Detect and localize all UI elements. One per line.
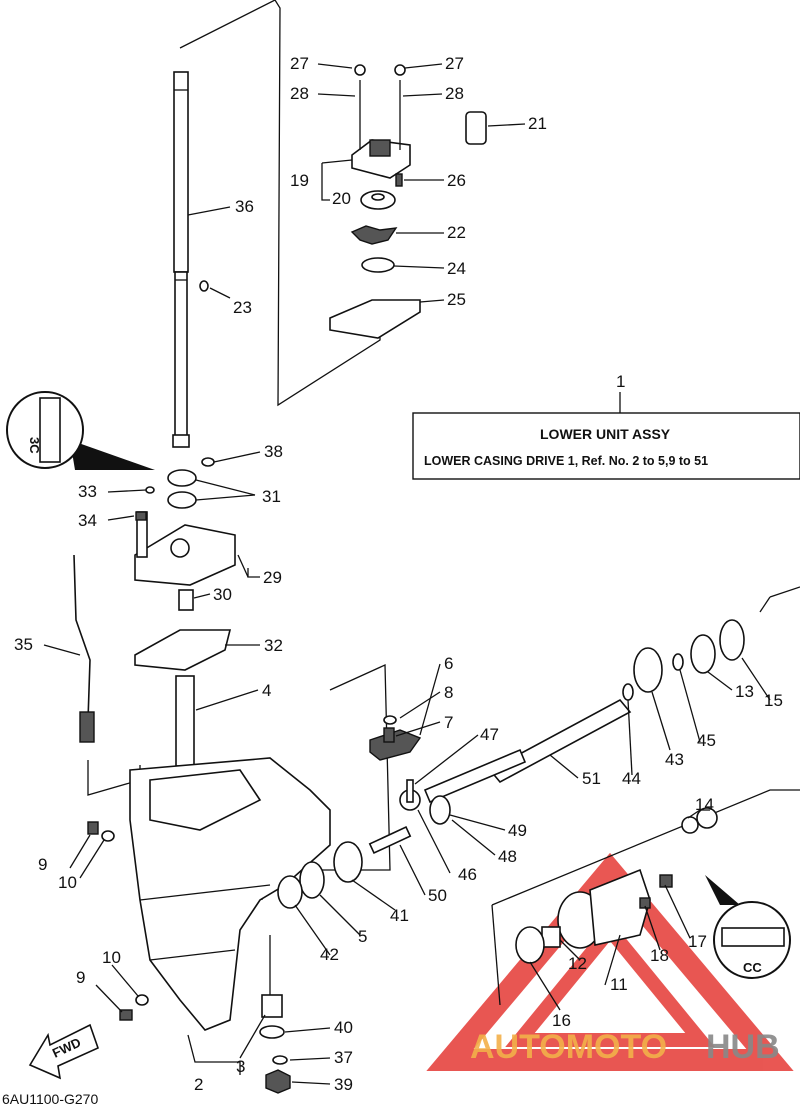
label-18: 18 [650, 946, 669, 965]
info-box-subtitle: LOWER CASING DRIVE 1, Ref. No. 2 to 5,9 … [424, 454, 708, 468]
label-31: 31 [262, 487, 281, 506]
label-5: 5 [358, 927, 367, 946]
label-37: 37 [334, 1048, 353, 1067]
label-9b: 9 [76, 968, 85, 987]
label-14: 14 [695, 795, 714, 814]
label-4: 4 [262, 681, 271, 700]
label-32: 32 [264, 636, 283, 655]
label-8: 8 [444, 683, 453, 702]
propeller-shaft-assembly [277, 619, 745, 909]
oil-seal-housing [134, 469, 236, 671]
leader-lines [43, 63, 771, 1085]
label-45: 45 [697, 731, 716, 750]
bolts [87, 280, 215, 1021]
label-27b: 27 [445, 54, 464, 73]
label-10a: 10 [58, 873, 77, 892]
watermark-text-secondary: HUB [706, 1028, 780, 1066]
label-11: 11 [610, 975, 628, 994]
label-43: 43 [665, 750, 684, 769]
label-46: 46 [458, 865, 477, 884]
label-40: 40 [334, 1018, 353, 1037]
anode-parts [369, 715, 422, 761]
diagram-code: 6AU1100-G270 [2, 1091, 98, 1107]
label-38: 38 [264, 442, 283, 461]
sealant-code-bottom: CC [743, 960, 762, 975]
water-pump-housing [351, 64, 411, 179]
lower-shaft-parts [259, 994, 291, 1094]
label-30: 30 [213, 585, 232, 604]
label-17: 17 [688, 932, 707, 951]
label-25: 25 [447, 290, 466, 309]
label-47: 47 [480, 725, 499, 744]
label-28b: 28 [445, 84, 464, 103]
label-15: 15 [764, 691, 783, 710]
label-21: 21 [528, 114, 547, 133]
label-23: 23 [233, 298, 252, 317]
info-box: 1 LOWER UNIT ASSY LOWER CASING DRIVE 1, … [412, 372, 800, 480]
water-tube [175, 675, 195, 767]
forward-arrow: FWD [28, 1023, 99, 1080]
label-16: 16 [552, 1011, 571, 1030]
label-49: 49 [508, 821, 527, 840]
label-26: 26 [447, 171, 466, 190]
label-7: 7 [444, 713, 453, 732]
label-6: 6 [444, 654, 453, 673]
drive-shaft [172, 71, 190, 448]
label-20: 20 [332, 189, 351, 208]
watermark-triangle-logo [426, 852, 794, 1071]
label-48: 48 [498, 847, 517, 866]
sealant-callout-bottom: CC [705, 875, 791, 979]
part-labels: 27 27 28 28 21 19 26 20 36 22 24 25 23 3… [14, 54, 783, 1094]
label-41: 41 [390, 906, 409, 925]
info-box-ref: 1 [616, 372, 625, 391]
sealant-callout-top: 3C [6, 391, 155, 470]
label-34: 34 [78, 511, 97, 530]
label-42: 42 [320, 945, 339, 964]
label-12: 12 [568, 954, 587, 973]
label-3: 3 [236, 1057, 245, 1076]
label-50: 50 [428, 886, 447, 905]
label-13: 13 [735, 682, 754, 701]
prop-shaft-housing [515, 807, 718, 964]
watermark-text: AUTOMOTO HUB [470, 1028, 780, 1066]
label-36: 36 [235, 197, 254, 216]
label-19: 19 [290, 171, 309, 190]
label-22: 22 [447, 223, 466, 242]
label-10b: 10 [102, 948, 121, 967]
label-39: 39 [334, 1075, 353, 1094]
label-28a: 28 [290, 84, 309, 103]
label-51: 51 [582, 769, 601, 788]
lower-casing [129, 757, 331, 1031]
label-2: 2 [194, 1075, 203, 1094]
label-44: 44 [622, 769, 641, 788]
label-9a: 9 [38, 855, 47, 874]
label-27a: 27 [290, 54, 309, 73]
info-box-title: LOWER UNIT ASSY [540, 426, 671, 442]
shift-rod [73, 554, 95, 743]
label-29: 29 [263, 568, 282, 587]
sealant-code-top: 3C [27, 437, 42, 454]
label-33: 33 [78, 482, 97, 501]
label-35: 35 [14, 635, 33, 654]
label-24: 24 [447, 259, 466, 278]
impeller-parts [329, 111, 487, 339]
watermark-text-primary: AUTOMOTO [470, 1028, 667, 1066]
